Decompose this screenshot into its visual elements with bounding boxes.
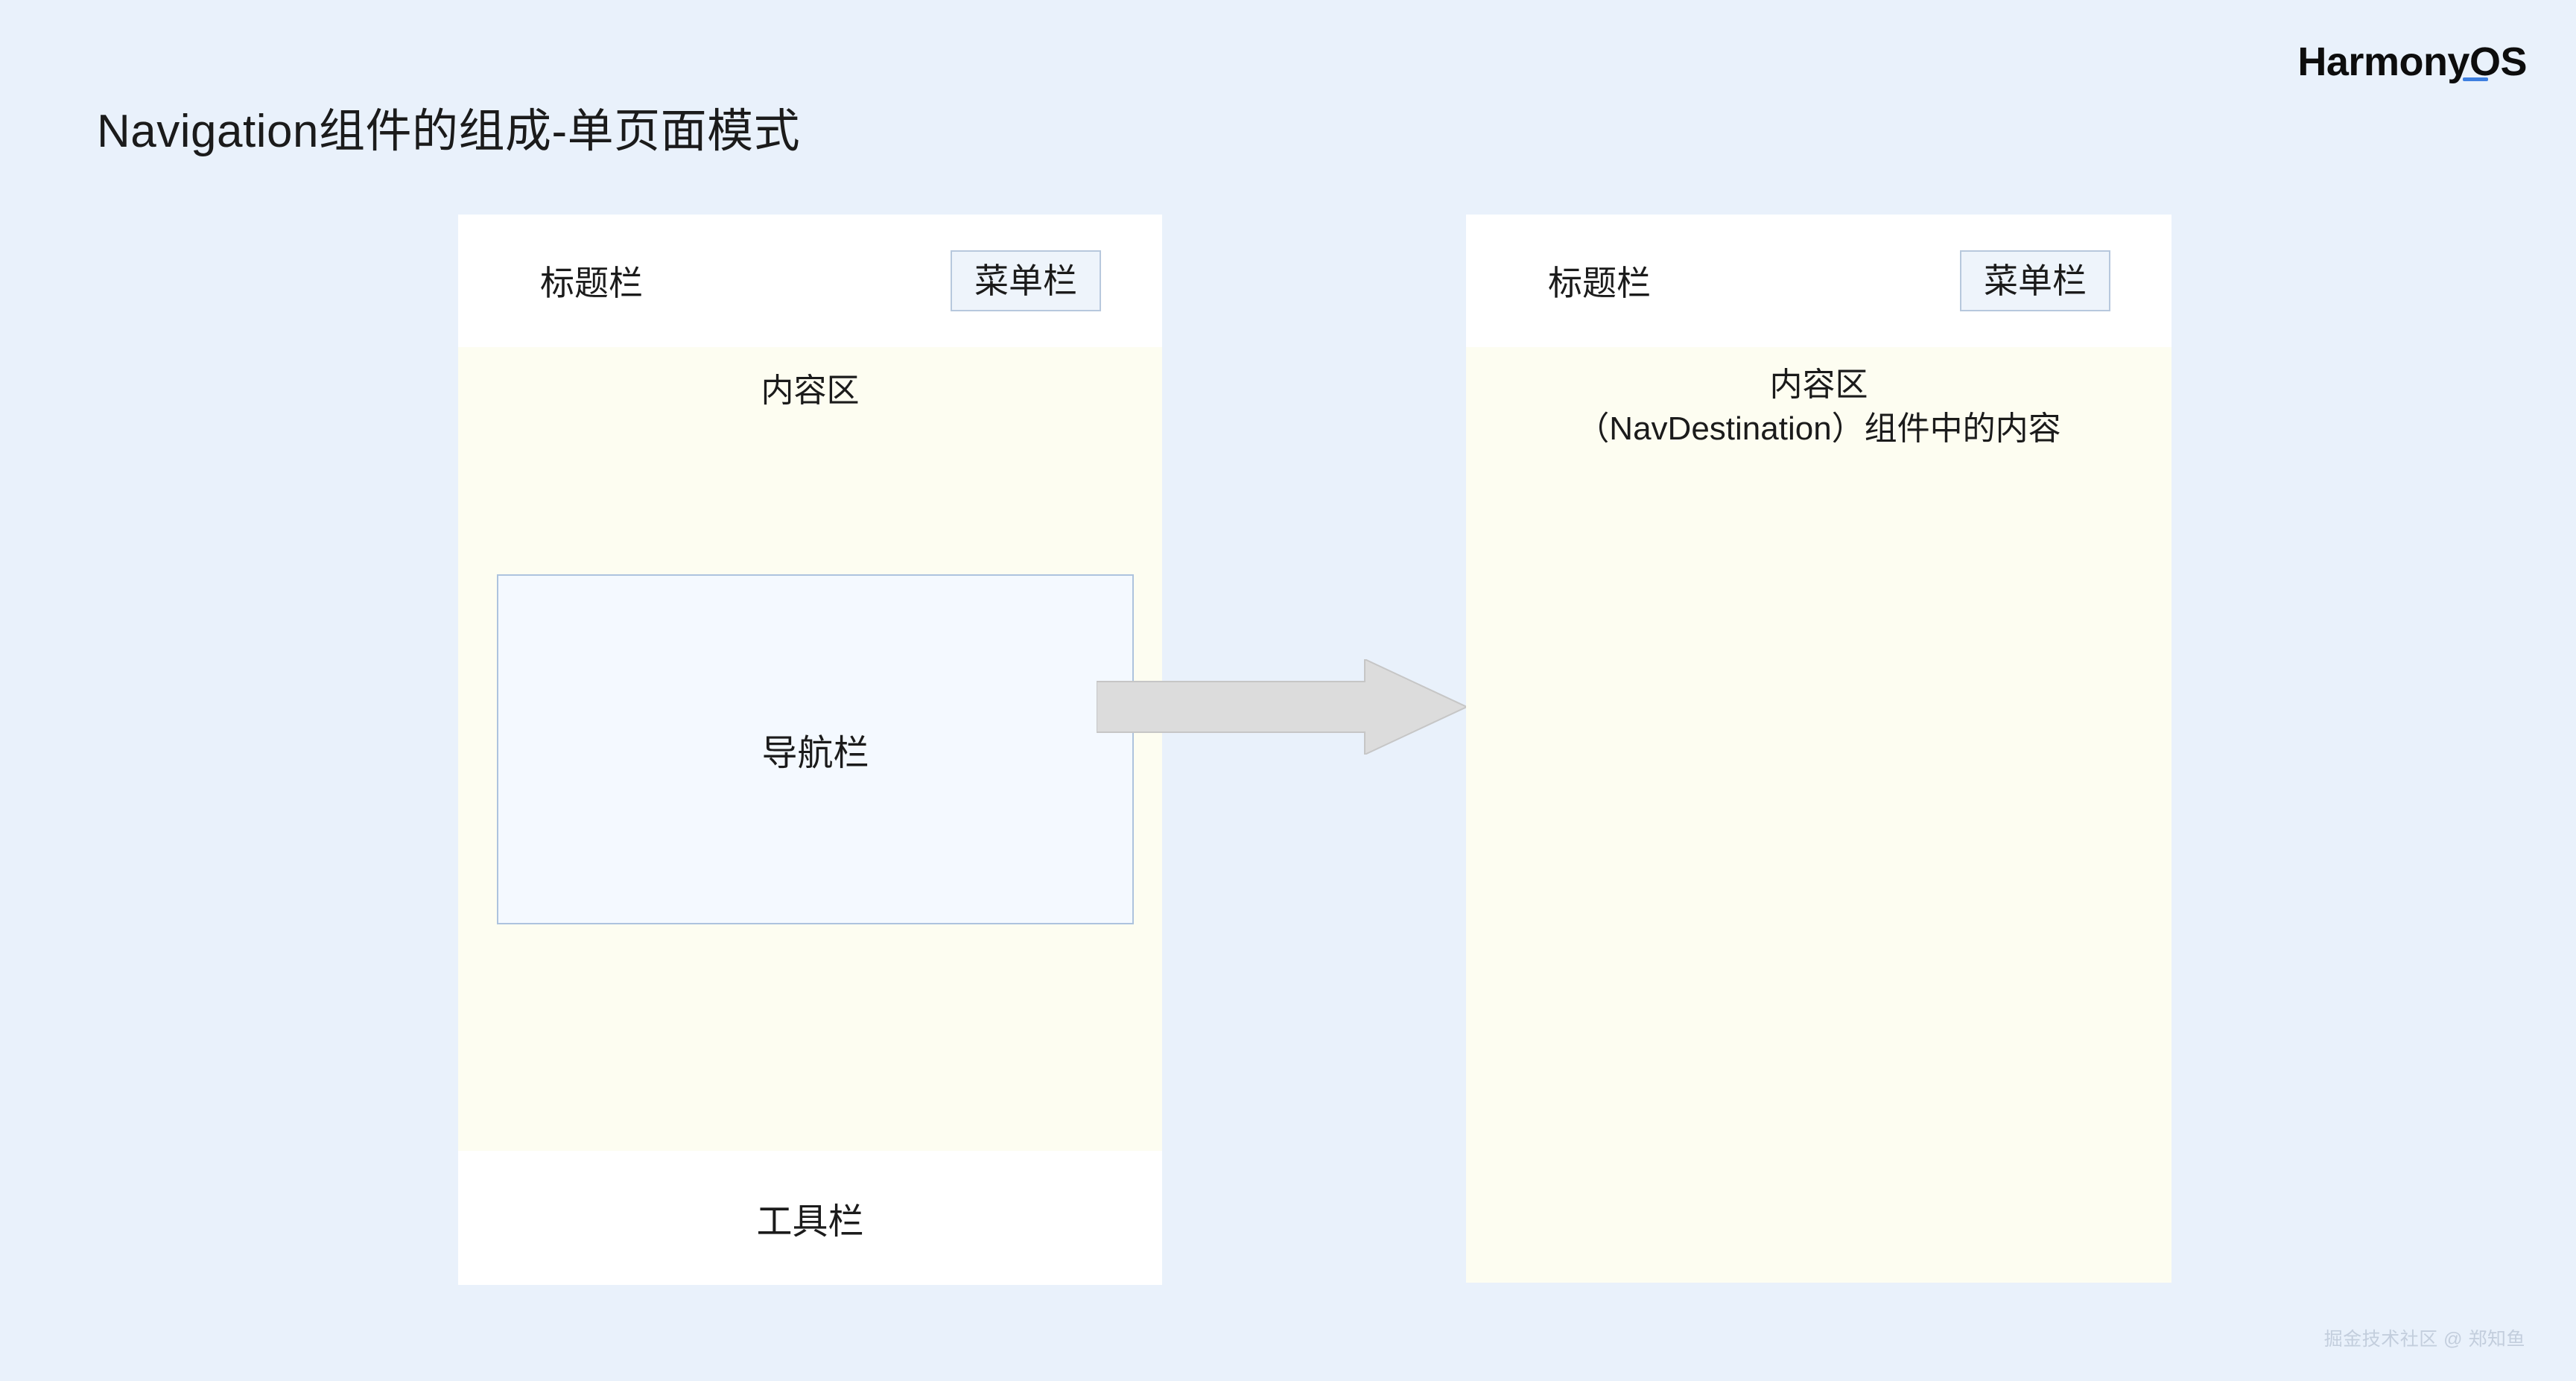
flow-arrow-right-icon — [1096, 658, 1469, 756]
brand-accent-underline — [2463, 77, 2488, 81]
panel-single-page-navigation: 标题栏 菜单栏 内容区 导航栏 工具栏 — [458, 215, 1162, 1285]
panel-left-titlebar: 标题栏 菜单栏 — [458, 215, 1162, 347]
menubar-box[interactable]: 菜单栏 — [951, 250, 1101, 311]
navbar-box[interactable]: 导航栏 — [497, 574, 1134, 924]
content-area-label: 内容区 （NavDestination）组件中的内容 — [1576, 366, 2061, 447]
titlebar-label: 标题栏 — [540, 264, 643, 302]
harmonyos-logo: HarmonyOS — [2297, 39, 2527, 84]
titlebar-label: 标题栏 — [1548, 264, 1651, 302]
panel-left-content-area: 内容区 导航栏 — [458, 347, 1162, 1151]
toolbar: 工具栏 — [458, 1151, 1162, 1285]
panel-right-content-area: 内容区 （NavDestination）组件中的内容 — [1466, 347, 2171, 1283]
panel-right-titlebar: 标题栏 菜单栏 — [1466, 215, 2171, 347]
menubar-box[interactable]: 菜单栏 — [1960, 250, 2110, 311]
content-area-label: 内容区 — [761, 372, 860, 409]
page-title: Navigation组件的组成-单页面模式 — [97, 106, 801, 157]
watermark: 掘金技术社区 @ 郑知鱼 — [2323, 1329, 2525, 1350]
panel-navdestination-page: 标题栏 菜单栏 内容区 （NavDestination）组件中的内容 — [1466, 215, 2171, 1283]
